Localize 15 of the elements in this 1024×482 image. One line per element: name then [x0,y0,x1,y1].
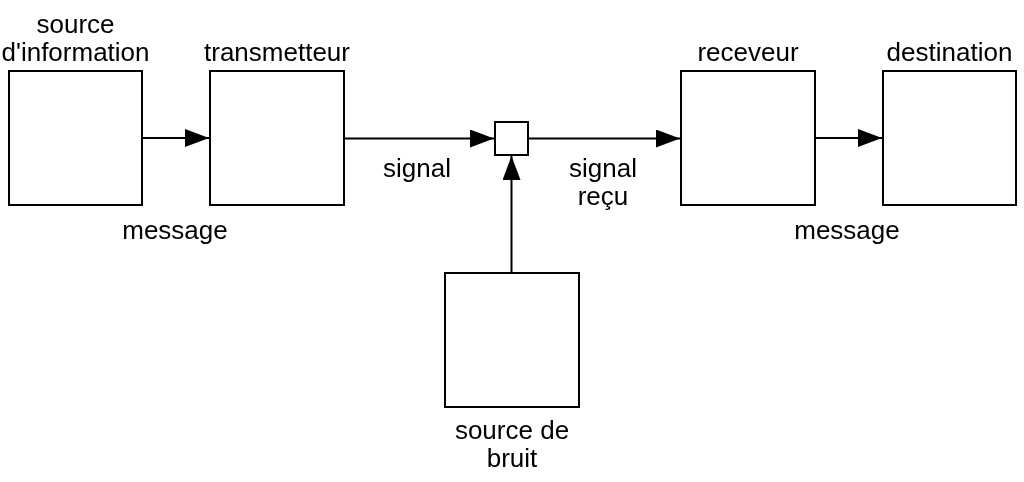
arrow [502,155,521,273]
edge-label: signal [382,154,452,182]
box-label: transmetteur [203,38,351,66]
arrow [344,129,495,148]
edge-label: message [793,216,901,244]
box-label: destination [885,38,1014,66]
arrow [142,129,210,147]
edge-label: message [121,216,229,244]
square-box [494,121,529,156]
box-label: source d'information [0,10,151,66]
box-label: receveur [696,38,800,66]
edge-label: signal reçu [568,154,638,210]
arrow [528,129,681,148]
box-label: source de bruit [453,416,571,472]
arrow [815,129,883,147]
